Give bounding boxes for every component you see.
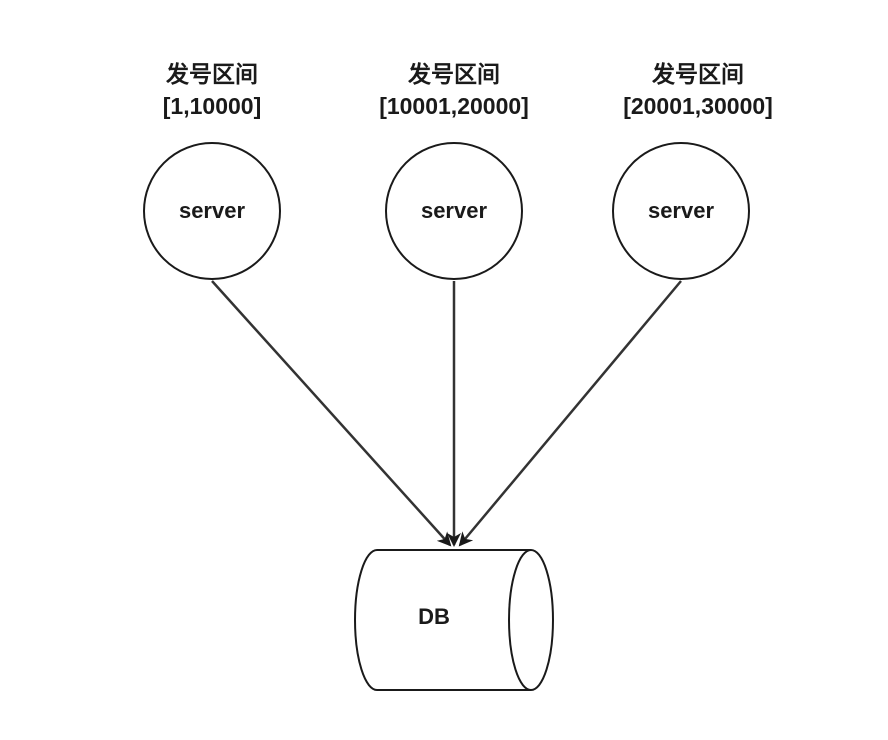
range-title: 发号区间	[408, 61, 500, 87]
server-node-1: server	[143, 142, 281, 280]
arrow-server1-to-db	[211, 280, 452, 547]
range-title: 发号区间	[166, 61, 258, 87]
server-node-2: server	[385, 142, 523, 280]
range-title: 发号区间	[652, 61, 744, 87]
range-label-server-3: 发号区间 [20001,30000]	[578, 58, 818, 122]
db-label: DB	[418, 604, 450, 629]
range-value: [1,10000]	[162, 93, 262, 119]
db-cylinder	[354, 549, 554, 691]
range-value: [20001,30000]	[623, 93, 773, 119]
server-label: server	[420, 198, 488, 223]
server-label: server	[178, 198, 246, 223]
server-label: server	[647, 198, 715, 223]
server-node-3: server	[612, 142, 750, 280]
range-value: [10001,20000]	[379, 93, 529, 119]
range-label-server-1: 发号区间 [1,10000]	[92, 58, 332, 122]
arrow-server3-to-db	[458, 280, 682, 547]
range-label-server-2: 发号区间 [10001,20000]	[334, 58, 574, 122]
